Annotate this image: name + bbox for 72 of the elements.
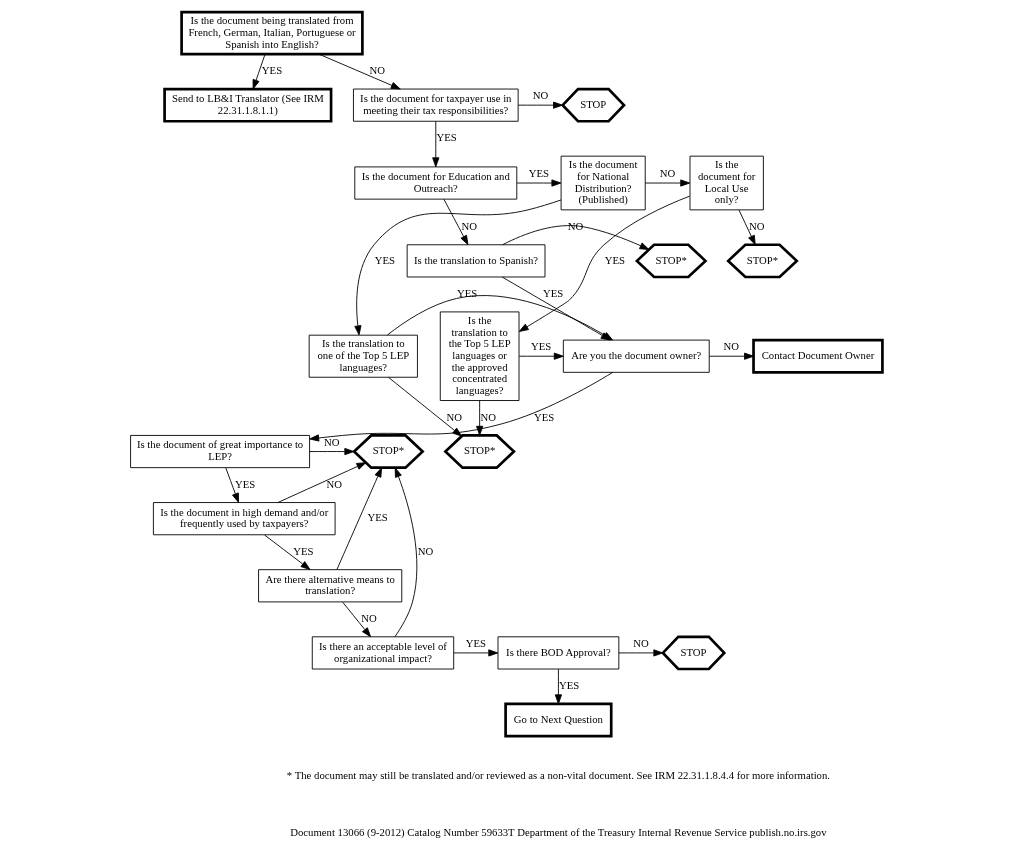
arrow [738, 209, 756, 246]
edge-label: NO [368, 64, 385, 77]
arrow [353, 199, 561, 336]
edge-label: NO [445, 410, 462, 423]
arrow [318, 53, 401, 90]
edge-label: YES [533, 410, 554, 423]
edge-label: NO [360, 612, 377, 625]
node-box: Is there BOD Approval? [497, 636, 619, 670]
arrow [393, 467, 417, 638]
node-box: Are you the document owner? [562, 339, 710, 373]
edge-label: YES [261, 64, 282, 77]
edge-label: YES [292, 545, 313, 557]
edge-label: NO [461, 220, 477, 233]
edge-label: YES [465, 637, 486, 650]
arrow [708, 352, 754, 360]
node-box: Is the translation to the Top 5 LEP languages or the approved concentrated languages? [439, 311, 519, 401]
edge-label: YES [558, 679, 579, 692]
arrow [517, 101, 563, 109]
node-box: Is the document being translated from French, German, Italian, Portuguese or Spanish into English? [179, 10, 364, 56]
arrow [644, 179, 690, 187]
arrow [518, 352, 564, 360]
edge-label: YES [530, 340, 551, 353]
edge-label: NO [723, 340, 739, 353]
node-box: Is the document for National Distribution? (Published) [560, 155, 646, 211]
node-box: Is there an acceptable level of organizational impact? [311, 636, 454, 670]
edge-label: NO [479, 410, 496, 423]
arrow [263, 534, 310, 570]
arrow [554, 668, 562, 705]
arrow [501, 225, 649, 250]
arrow [276, 462, 366, 503]
arrow [443, 198, 468, 246]
edge-label: NO [325, 477, 342, 490]
arrow [518, 195, 690, 332]
arrow [335, 467, 382, 570]
arrow [224, 467, 239, 503]
arrow [308, 371, 613, 442]
edge-label: NO [417, 545, 433, 557]
edge-label: YES [435, 131, 457, 144]
edge-label: YES [604, 253, 625, 266]
edge-label: YES [456, 287, 477, 300]
arrow [387, 376, 462, 437]
edge-label: YES [374, 253, 395, 266]
node-box: Is the translation to Spanish? [406, 244, 545, 278]
arrow [452, 649, 498, 657]
arrow [431, 121, 439, 168]
node-box: Is the document in high demand and/or frequently used by taxpayers? [152, 502, 336, 536]
node-box: Send to LB&I Translator (See IRM 22.31.1.8.1.1) [162, 87, 332, 123]
edge-label: YES [542, 287, 563, 300]
edge-label: NO [659, 167, 675, 180]
edge-label: YES [366, 511, 388, 524]
node-box: Is the document for Education and Outreach? [353, 166, 517, 200]
edge-label: NO [748, 220, 764, 233]
label: Document 13066 (9-2012) Catalog Number 59633T Department of the Treasury Internal Revenue Service publish.no.irs.gov [289, 825, 827, 838]
node-box: Go to Next Question [503, 702, 613, 738]
label: * The document may still be translated and/or reviewed as a non-vital document. See IRM 22.31.1.8.4.4 for more information. [286, 769, 830, 782]
node-box: Is the document of great importance to LEP? [129, 434, 310, 469]
node-box: Are there alternative means to translation? [257, 569, 402, 603]
arrow [617, 649, 663, 657]
node-box: Contact Document Owner [751, 338, 884, 374]
edge-label: NO [532, 89, 548, 102]
node-box: Is the document for taxpayer use in meeting their tax responsibilities? [352, 88, 519, 122]
edge-label: YES [234, 477, 255, 490]
edge-label: NO [323, 435, 340, 448]
node-box: Is the document for Local Use only? [689, 155, 764, 211]
arrow [252, 53, 265, 90]
edge-label: YES [528, 167, 549, 180]
arrow [341, 601, 371, 638]
edge-label: NO [632, 637, 649, 650]
arrow [475, 400, 483, 436]
node-box: Is the translation to one of the Top 5 LEP languages? [308, 334, 418, 378]
arrow [516, 179, 561, 187]
arrow [308, 447, 354, 456]
